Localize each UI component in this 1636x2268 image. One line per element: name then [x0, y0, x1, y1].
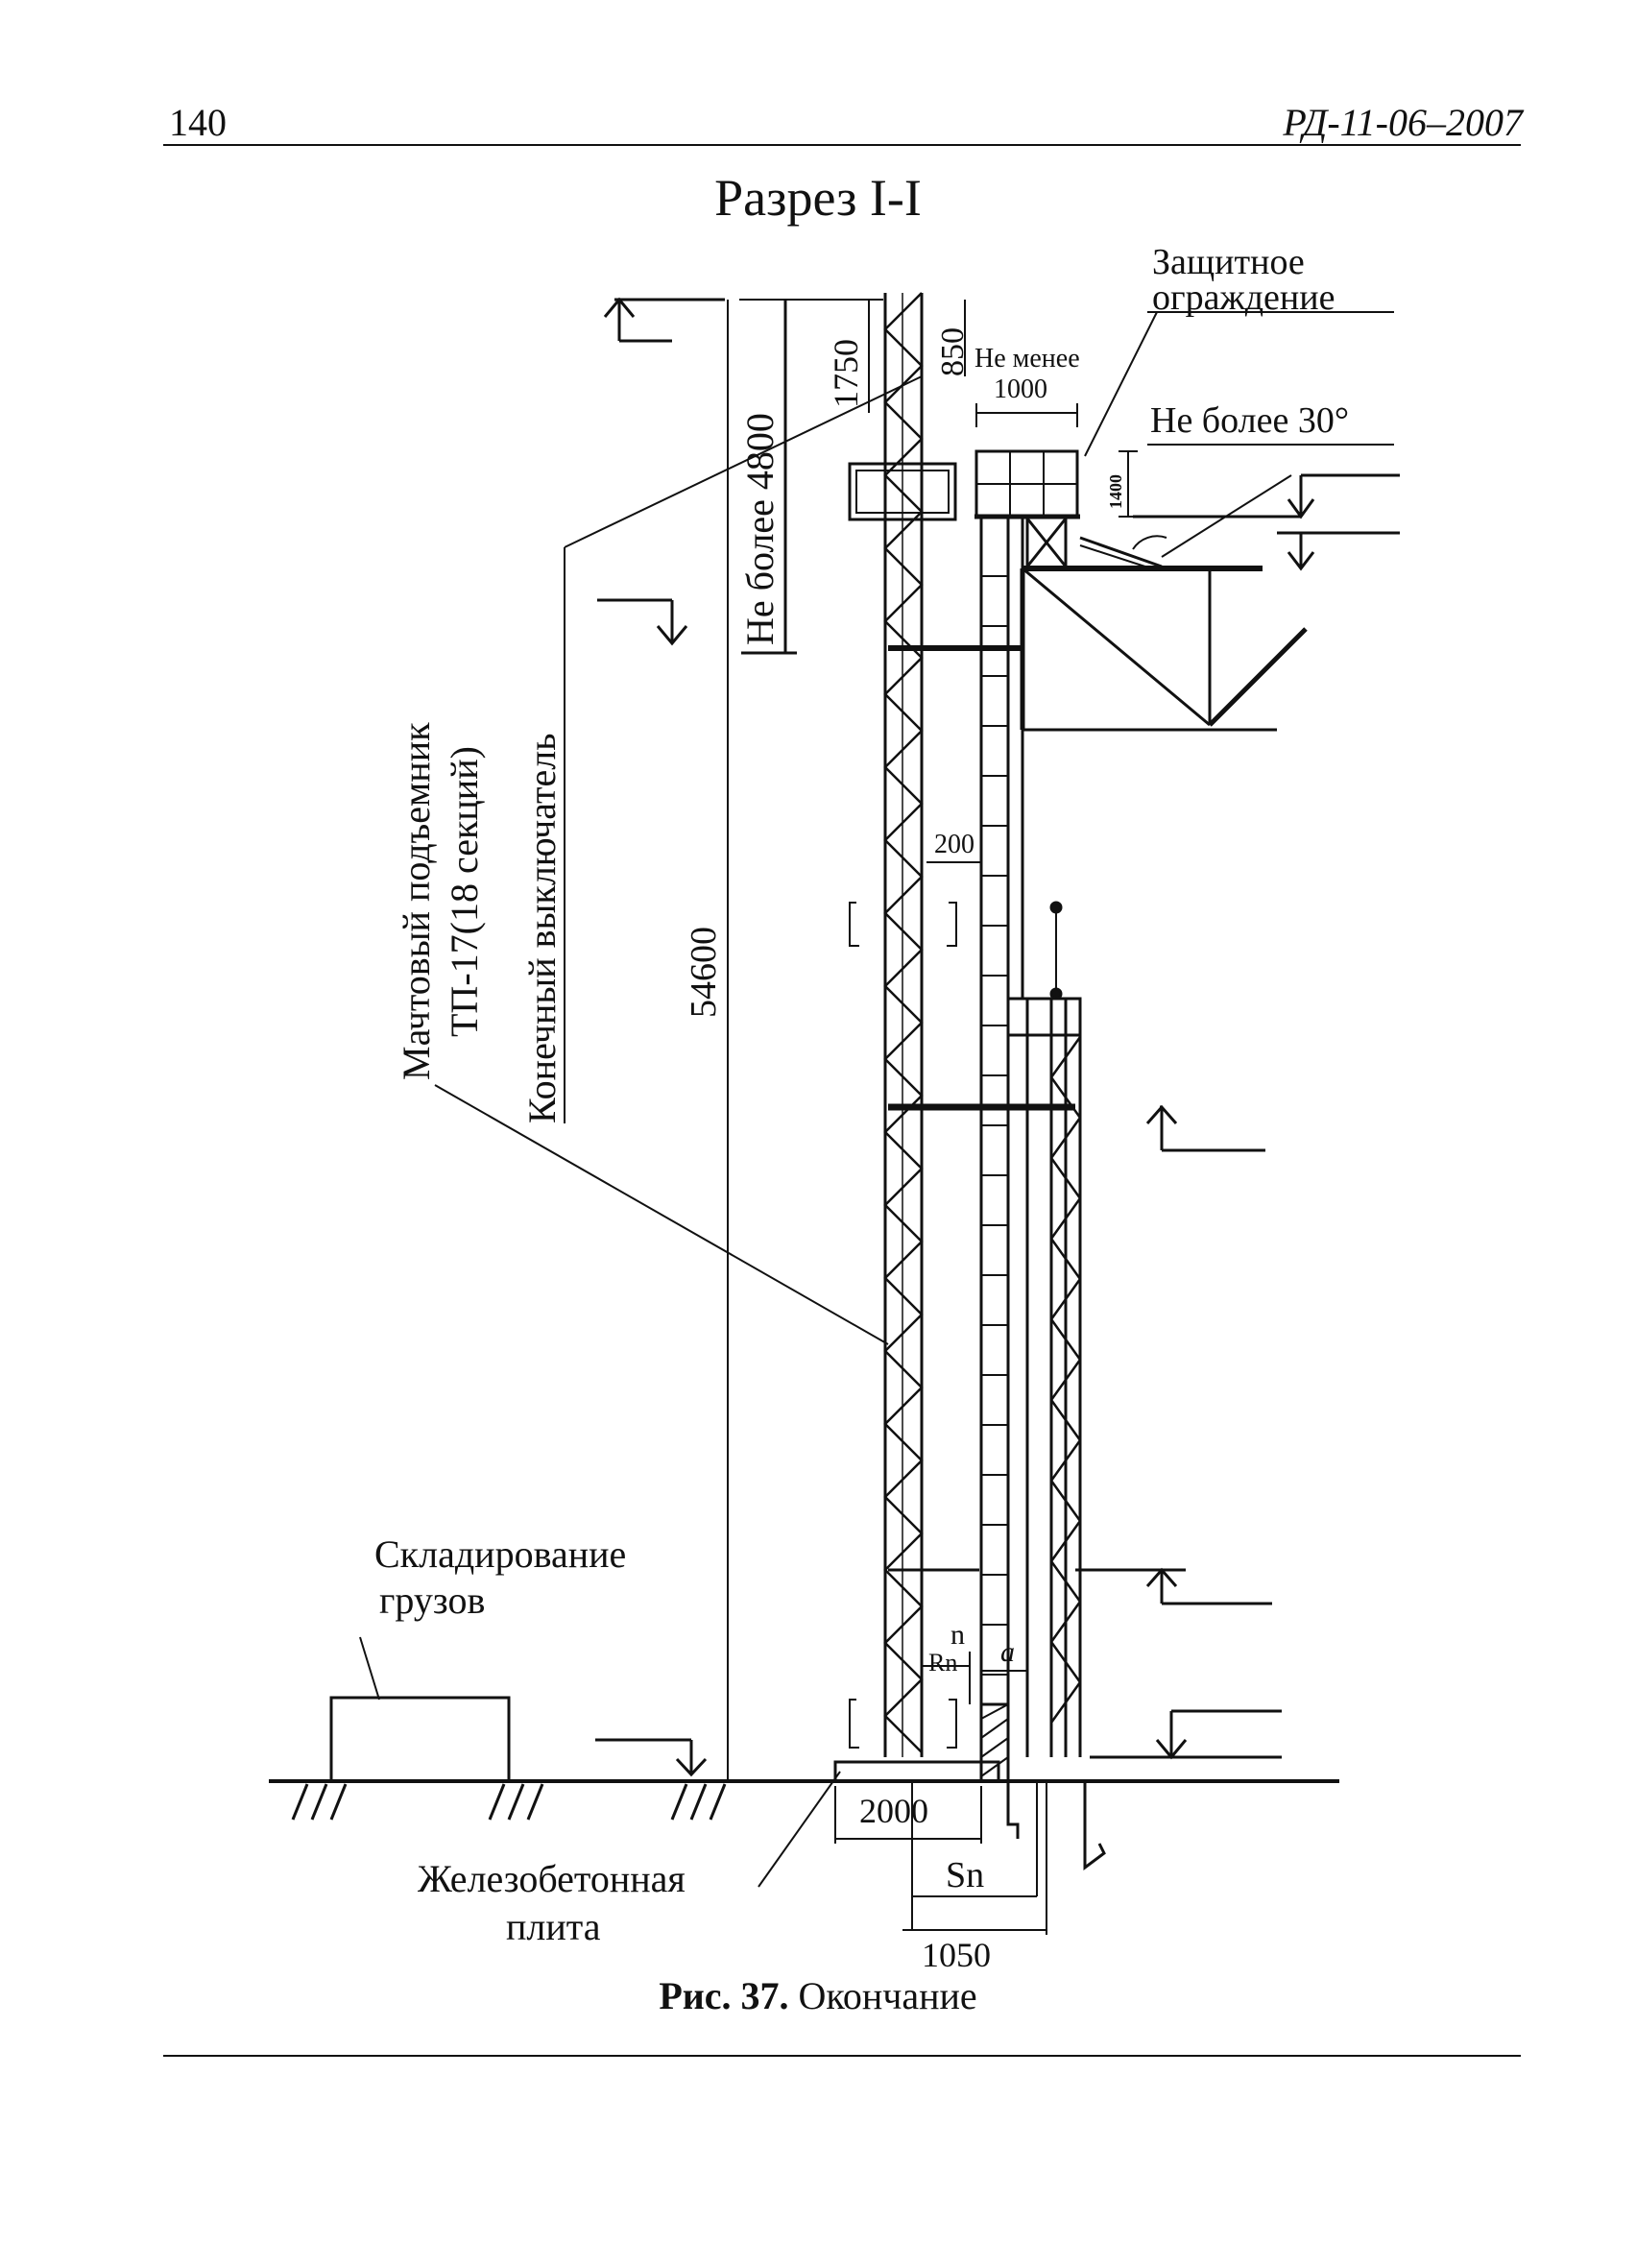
label-dim-4800: Не более 4800	[738, 413, 782, 645]
lift-cage	[848, 462, 957, 521]
level-mark-top	[603, 297, 725, 343]
limit-switch-leader	[564, 375, 923, 548]
caption-text: Окончание	[788, 1974, 977, 2017]
slab-leader	[758, 1771, 841, 1888]
ground-hatch	[291, 1783, 727, 1821]
cage-brackets-low	[849, 1699, 957, 1749]
label-dim-200: 200	[934, 830, 974, 859]
right-level-marks	[1075, 473, 1400, 1760]
label-guard-1: Защитное	[1152, 242, 1305, 282]
level-mark-ground	[595, 1738, 708, 1777]
wall-footing	[1006, 1781, 1106, 1870]
document-code: РД-11-06–2007	[1283, 101, 1523, 144]
label-a: a	[1000, 1636, 1015, 1668]
footer-rule	[163, 2055, 1521, 2057]
label-dim-54600: 54600	[684, 927, 724, 1018]
label-no-less-value: 1000	[994, 374, 1047, 404]
page-number: 140	[169, 101, 227, 144]
guard-leader	[1084, 311, 1158, 457]
label-sn: Sn	[946, 1855, 984, 1895]
label-mast-lift-2: ТП-17(18 секций)	[443, 746, 486, 1037]
label-slab-2: плита	[506, 1905, 601, 1948]
label-rn: Rn	[928, 1649, 957, 1677]
label-dim-2000: 2000	[859, 1792, 928, 1830]
label-limit-switch: Конечный выключатель	[520, 734, 564, 1123]
label-dim-1400: 1400	[1106, 474, 1125, 509]
label-dim-850: 850	[935, 327, 971, 376]
label-storage-1: Складирование	[374, 1532, 626, 1576]
label-dim-1050: 1050	[922, 1936, 991, 1974]
section-title: Разрез I-I	[714, 169, 922, 227]
label-dim-1750: 1750	[827, 339, 865, 408]
caption-prefix: Рис. 37.	[659, 1974, 789, 2017]
hatched-pier	[979, 1702, 1010, 1783]
mast-leader	[434, 1084, 889, 1345]
label-no-less: Не менее	[974, 344, 1080, 374]
header-rule	[163, 144, 1521, 146]
mast-lattice	[883, 292, 924, 1757]
storage-box	[329, 1696, 511, 1783]
label-n: n	[950, 1619, 965, 1651]
label-mast-lift-1: Мачтовый подъемник	[395, 722, 438, 1080]
cage-brackets-mid	[849, 902, 957, 947]
label-angle: Не более 30°	[1150, 400, 1349, 441]
level-mark-mid	[597, 598, 688, 646]
figure-caption: Рис. 37. Окончание	[0, 1973, 1636, 2018]
label-slab-1: Железобетонная	[418, 1857, 686, 1900]
platform-truss	[1020, 474, 1308, 732]
building-wall	[979, 519, 1024, 1728]
concrete-slab	[833, 1760, 1000, 1783]
label-guard-2: ограждение	[1152, 277, 1335, 318]
label-storage-2: грузов	[379, 1579, 485, 1622]
scaffold	[1006, 901, 1082, 1757]
